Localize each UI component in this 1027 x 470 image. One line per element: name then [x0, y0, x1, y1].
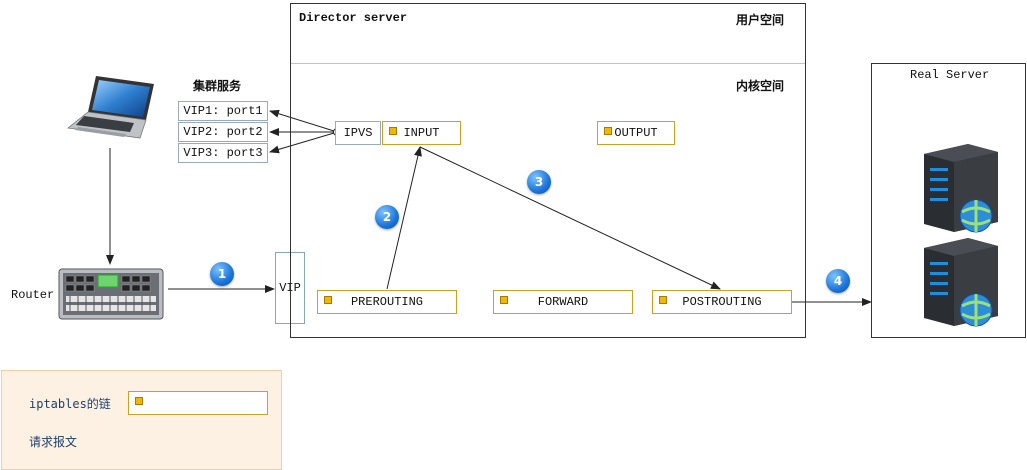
step-3-badge: 3: [527, 170, 551, 194]
vip-entry-2: VIP2: port2: [178, 122, 268, 142]
chain-marker-icon: [389, 127, 397, 135]
director-title: Director server: [299, 11, 408, 25]
step-1-badge: 1: [210, 262, 234, 286]
legend-request-label: 请求报文: [29, 435, 78, 449]
chain-input: INPUT: [382, 121, 461, 145]
user-space-label: 用户空间: [736, 13, 785, 27]
step-4-badge: 4: [826, 269, 850, 293]
router-label: Router: [11, 288, 55, 302]
chain-marker-icon: [324, 296, 332, 304]
chain-postrouting: POSTROUTING: [652, 290, 792, 314]
real-server-title: Real Server: [910, 68, 990, 82]
chain-marker-icon: [500, 296, 508, 304]
space-divider: [291, 63, 805, 64]
ipvs-box: IPVS: [335, 121, 381, 145]
arrow-ipvs-vip3: [269, 132, 335, 154]
cluster-title: 集群服务: [193, 79, 242, 93]
vip-entry-3: VIP3: port3: [178, 143, 268, 163]
legend-chain-sample: [128, 391, 268, 415]
legend-chain-label: iptables的链: [29, 397, 111, 411]
server-icon: [924, 144, 998, 233]
router-icon: [58, 268, 164, 320]
server-icon: [924, 238, 998, 327]
arrow-ipvs-vip1: [269, 109, 335, 132]
chain-forward: FORWARD: [493, 290, 633, 314]
chain-marker-icon: [135, 397, 143, 405]
real-server-box: [871, 63, 1026, 338]
arrow-input-postrouting: [419, 146, 721, 290]
director-server-box: [290, 3, 806, 338]
chain-marker-icon: [659, 296, 667, 304]
laptop-icon: [67, 76, 154, 139]
vip-entry-1: VIP1: port1: [178, 101, 268, 121]
chain-output: OUTPUT: [597, 121, 675, 145]
step-2-badge: 2: [375, 205, 399, 229]
legend-panel: [1, 370, 282, 470]
chain-prerouting: PREROUTING: [317, 290, 457, 314]
arrow-prerouting-input: [386, 146, 422, 290]
kernel-space-label: 内核空间: [736, 79, 785, 93]
chain-marker-icon: [604, 127, 612, 135]
